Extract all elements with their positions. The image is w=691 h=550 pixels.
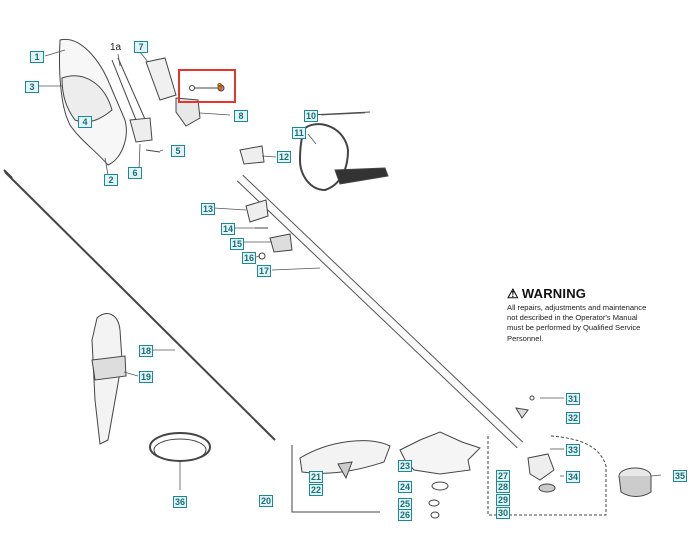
- warning-triangle-icon: ⚠: [507, 286, 519, 301]
- callout-29: 29: [496, 494, 511, 506]
- spring-9: [189, 85, 195, 91]
- callout-19: 19: [139, 371, 154, 383]
- callout-14: 14: [221, 223, 236, 235]
- callout-23: 23: [398, 460, 413, 472]
- callout-1a: 1a: [110, 42, 122, 53]
- handle-grip: [334, 167, 389, 185]
- callout-6: 6: [128, 167, 142, 179]
- drive-shaft: [4, 171, 276, 441]
- callout-13: 13: [201, 203, 216, 215]
- callout-11: 11: [292, 127, 306, 139]
- callout-34: 34: [566, 471, 581, 483]
- callout-21: 21: [309, 471, 324, 483]
- callout-18: 18: [139, 345, 154, 357]
- callout-9: 9: [217, 82, 223, 93]
- callout-17: 17: [257, 265, 272, 277]
- callout-30: 30: [496, 507, 511, 519]
- callout-22: 22: [309, 484, 324, 496]
- callout-26: 26: [398, 509, 413, 521]
- callout-36: 36: [173, 496, 188, 508]
- callout-7: 7: [134, 41, 148, 53]
- callout-10: 10: [304, 110, 319, 122]
- callout-33: 33: [566, 444, 581, 456]
- warning-text: All repairs, adjustments and maintenance…: [507, 303, 647, 343]
- callout-2: 2: [104, 174, 118, 186]
- callout-32: 32: [566, 412, 581, 424]
- warning-title: WARNING: [521, 286, 587, 301]
- callout-12: 12: [277, 151, 292, 163]
- housing-cover: [61, 75, 113, 123]
- warning-notice: ⚠WARNING All repairs, adjustments and ma…: [507, 286, 647, 344]
- throttle-trigger-8: [175, 97, 201, 127]
- callout-4: 4: [78, 116, 92, 128]
- callout-16: 16: [242, 252, 257, 264]
- callout-5: 5: [171, 145, 185, 157]
- callout-1: 1: [30, 51, 44, 63]
- throttle-part-7: [145, 57, 177, 101]
- highlighted-part-box: [178, 69, 236, 103]
- callout-3: 3: [25, 81, 39, 93]
- handle: [298, 123, 350, 192]
- gear-head: [527, 453, 555, 481]
- callout-24: 24: [398, 481, 413, 493]
- callout-28: 28: [496, 481, 511, 493]
- callout-8: 8: [234, 110, 248, 122]
- callout-20: 20: [259, 495, 274, 507]
- callout-31: 31: [566, 393, 581, 405]
- callout-15: 15: [230, 238, 245, 250]
- callout-35: 35: [673, 470, 688, 482]
